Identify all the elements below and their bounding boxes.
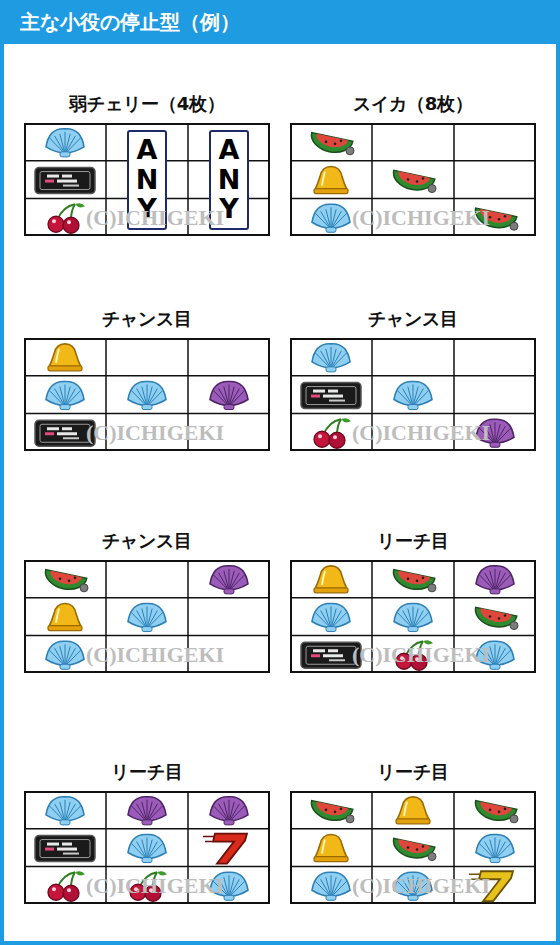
panel-title: チャンス目 <box>24 305 270 333</box>
panel-title: リーチ目 <box>290 758 536 786</box>
page-title: 主な小役の停止型（例） <box>20 9 240 36</box>
watermark: (C)ICHIGEKI <box>86 420 224 446</box>
panel-title: チャンス目 <box>24 527 270 555</box>
panel-title: リーチ目 <box>290 527 536 555</box>
watermark: (C)ICHIGEKI <box>352 873 490 899</box>
watermark: (C)ICHIGEKI <box>86 205 224 231</box>
panel-title: スイカ（8枚） <box>290 90 536 118</box>
watermark: (C)ICHIGEKI <box>352 642 490 668</box>
watermark: (C)ICHIGEKI <box>352 205 490 231</box>
watermark: (C)ICHIGEKI <box>86 873 224 899</box>
panel-title: 弱チェリー（4枚） <box>24 90 270 118</box>
watermark: (C)ICHIGEKI <box>352 420 490 446</box>
watermark: (C)ICHIGEKI <box>86 642 224 668</box>
panel-title: チャンス目 <box>290 305 536 333</box>
panel-title: リーチ目 <box>24 758 270 786</box>
